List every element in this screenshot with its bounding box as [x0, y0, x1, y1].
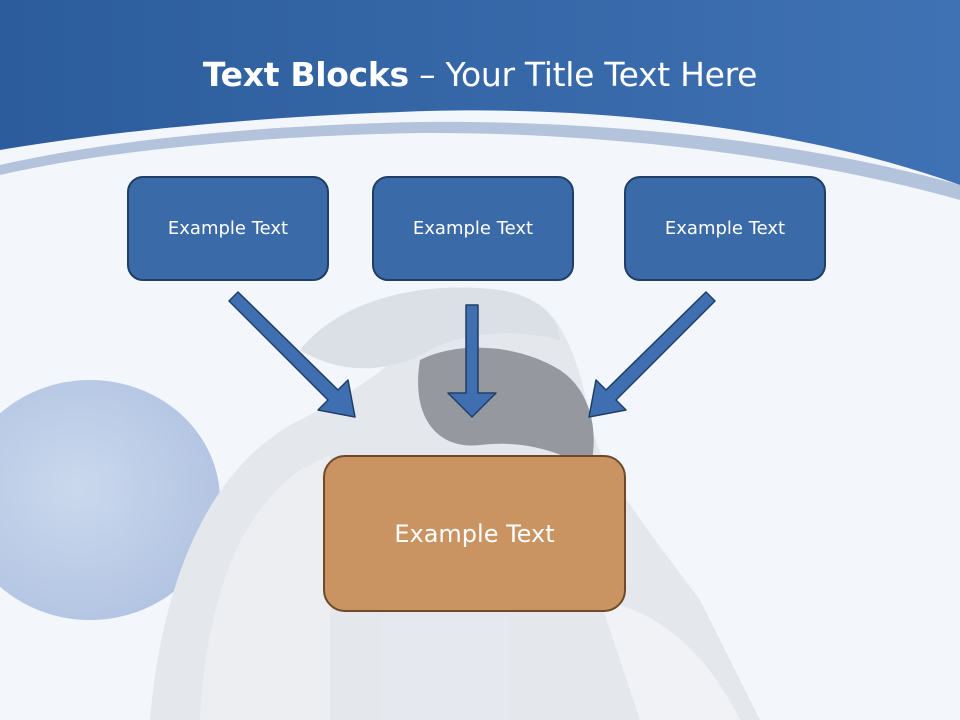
title-rest: Your Title Text Here [445, 55, 758, 94]
center-text-box: Example Text [323, 455, 626, 612]
text-box-middle: Example Text [372, 176, 574, 281]
text-box-right: Example Text [624, 176, 826, 281]
text-box-left: Example Text [127, 176, 329, 281]
title-dash: – [419, 55, 436, 94]
title-bold: Text Blocks [202, 55, 409, 94]
slide-title: Text Blocks – Your Title Text Here [0, 52, 960, 98]
